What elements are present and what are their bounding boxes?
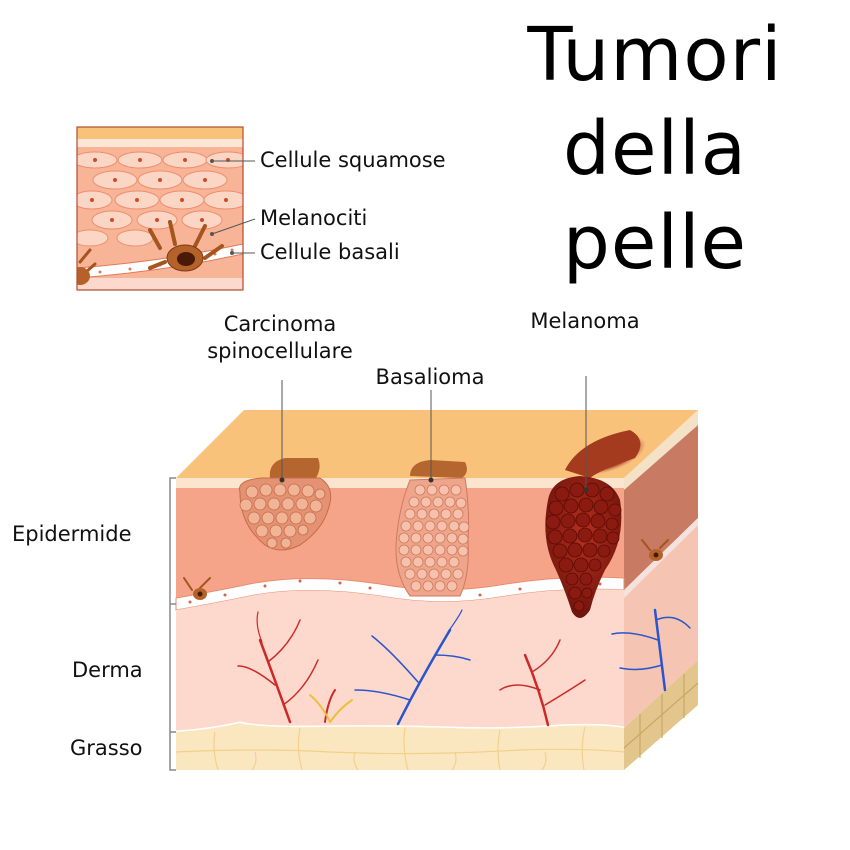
label-fat: Grasso — [70, 736, 143, 760]
title-line-2: della — [563, 106, 747, 192]
artery-vessels — [237, 611, 586, 727]
inset-diagram — [77, 127, 243, 290]
inset-frame — [76, 126, 244, 291]
label-scc-line2: spinocellulare — [207, 339, 353, 363]
label-squamous-cells: Cellule squamose — [260, 148, 446, 172]
melanocyte-left — [183, 577, 211, 600]
squamous-cell-carcinoma — [238, 458, 332, 551]
label-epidermis: Epidermide — [12, 522, 132, 546]
fat-cells — [175, 726, 625, 771]
fat-layer — [176, 723, 624, 770]
tumor-pointers — [281, 376, 587, 490]
title-line-3: pelle — [562, 200, 748, 286]
label-melanoma: Melanoma — [530, 309, 640, 333]
side-epidermis — [624, 425, 698, 590]
melanocyte-cell — [148, 220, 224, 272]
inset-pointers — [211, 160, 256, 254]
label-scc-line1: Carcinoma — [223, 312, 337, 336]
melanocyte-right — [641, 539, 669, 561]
label-melanocytes: Melanociti — [260, 206, 368, 230]
side-surface — [624, 410, 698, 490]
layer-brackets — [169, 477, 176, 771]
side-dermis — [624, 525, 698, 728]
title-line-1: Tumori — [527, 12, 783, 98]
melanoma-tumor — [545, 430, 647, 619]
label-basalioma: Basalioma — [375, 365, 485, 389]
vein-vessels — [354, 608, 691, 726]
basal-cell-carcinoma — [395, 460, 470, 597]
label-dermis: Derma — [72, 658, 143, 682]
dermis-layer — [176, 589, 624, 732]
label-basal-cells: Cellule basali — [260, 240, 400, 264]
